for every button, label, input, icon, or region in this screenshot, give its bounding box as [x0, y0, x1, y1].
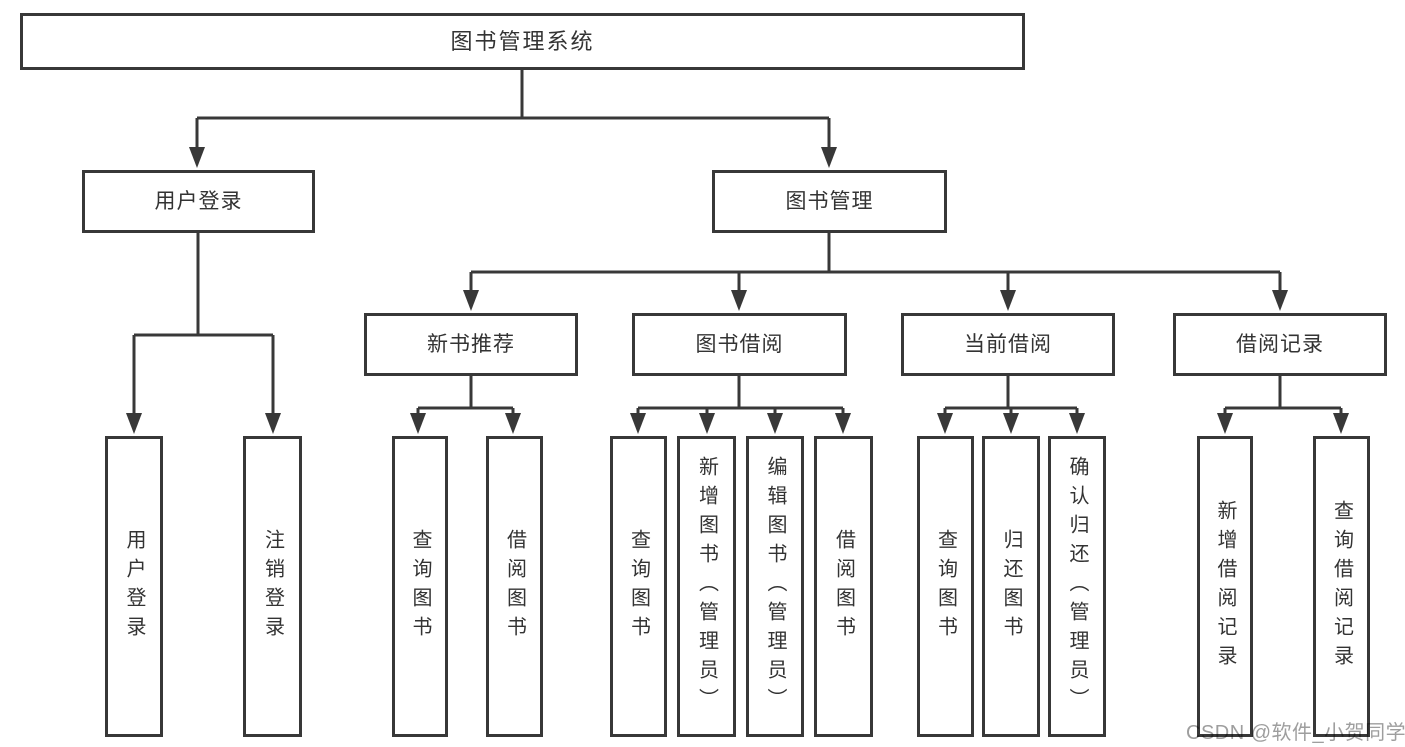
leaf-current-return-book: 归还图书: [982, 436, 1040, 737]
leaf-current-query-book: 查询图书: [917, 436, 974, 737]
leaf-record-add-borrow-record: 新增借阅记录: [1197, 436, 1253, 737]
node-new-book-recommend: 新书推荐: [364, 313, 578, 376]
leaf-recommend-borrow-book: 借阅图书: [486, 436, 543, 737]
node-user-login: 用户登录: [82, 170, 315, 233]
leaf-logout: 注销登录: [243, 436, 302, 737]
arrowheads: [126, 147, 1349, 434]
leaf-borrow-add-book-admin: 新增图书（管理员）: [677, 436, 736, 737]
leaf-current-confirm-return-admin: 确认归还（管理员）: [1048, 436, 1106, 737]
node-current-borrow: 当前借阅: [901, 313, 1115, 376]
leaf-borrow-edit-book-admin: 编辑图书（管理员）: [746, 436, 804, 737]
csdn-watermark: CSDN @软件_小贺同学: [1186, 722, 1405, 744]
node-root-system: 图书管理系统: [20, 13, 1025, 70]
leaf-recommend-query-book: 查询图书: [392, 436, 448, 737]
node-borrow-record: 借阅记录: [1173, 313, 1387, 376]
leaf-borrow-borrow-book: 借阅图书: [814, 436, 873, 737]
node-book-management: 图书管理: [712, 170, 947, 233]
leaf-borrow-query-book: 查询图书: [610, 436, 667, 737]
leaf-record-query-borrow-record: 查询借阅记录: [1313, 436, 1370, 737]
node-book-borrow: 图书借阅: [632, 313, 847, 376]
leaf-user-login: 用户登录: [105, 436, 163, 737]
